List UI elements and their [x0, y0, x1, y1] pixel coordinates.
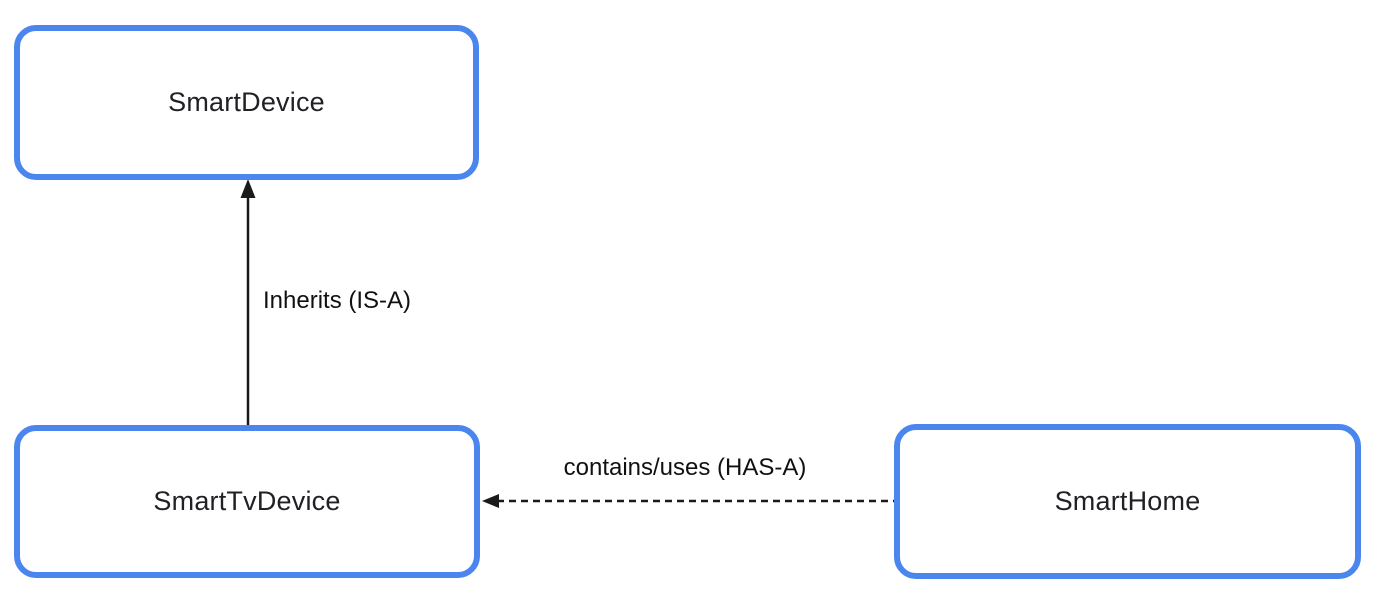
- node-smart-tv-device: SmartTvDevice: [14, 425, 480, 578]
- node-smart-home-label: SmartHome: [1054, 486, 1201, 516]
- node-smart-tv-device-label: SmartTvDevice: [153, 486, 341, 516]
- inheritance-edge-label: Inherits (IS-A): [263, 287, 412, 314]
- node-smart-home: SmartHome: [894, 424, 1361, 579]
- node-smart-device: SmartDevice: [14, 25, 479, 180]
- node-smart-device-label: SmartDevice: [168, 87, 325, 117]
- composition-arrow: [482, 494, 894, 508]
- composition-edge-label: contains/uses (HAS-A): [563, 454, 807, 481]
- inheritance-arrow: [240, 179, 256, 427]
